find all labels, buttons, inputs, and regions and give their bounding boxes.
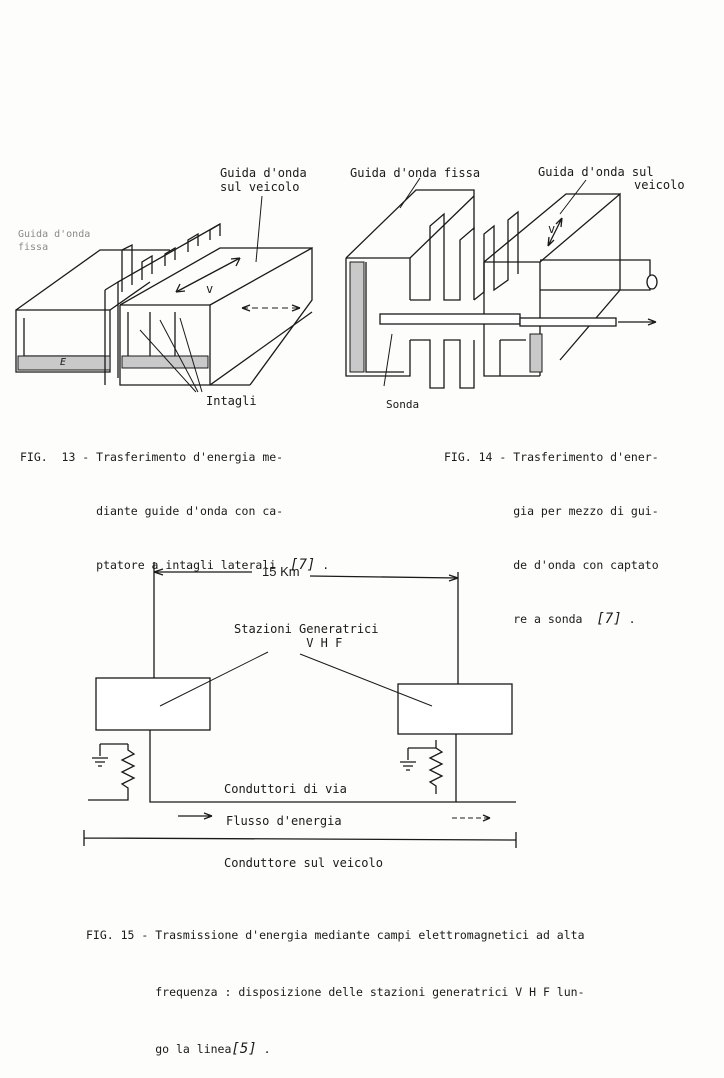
fig13-caption-line: diante guide d'onda con ca-: [20, 504, 284, 518]
fig13-fixed-waveguide: [15, 249, 170, 373]
fig14-ref-number: 7: [604, 611, 614, 627]
fig14-caption: FIG. 14 - Trasferimento d'ener- gia per …: [444, 450, 659, 627]
fig13-drawing: [15, 195, 313, 393]
fig15-caption: FIG. 15 - Trasmissione d'energia mediant…: [86, 928, 585, 1057]
fig14-probe-label: Sonda: [386, 398, 420, 411]
fig15-diagram: [83, 562, 517, 848]
fig14-drawing: [345, 177, 658, 389]
fig13-ref: [7]: [290, 557, 316, 573]
fig13-caption-line: ptatore a intagli laterali: [20, 558, 277, 572]
fig13-v-label: v: [206, 282, 214, 296]
fig15-track-conductors-label: Conduttori di via: [224, 782, 347, 796]
fig14-caption-line: de d'onda con captato: [444, 558, 659, 572]
fig15-vehicle-conductor-label: Conduttore sul veicolo: [224, 856, 383, 870]
station-box-right: [397, 683, 513, 735]
fig14-vehicle-label: Guida d'onda sul veicolo: [538, 166, 685, 192]
fig15-energy-flow-label: Flusso d'energia: [226, 814, 342, 828]
fig14-caption-line: gia per mezzo di gui-: [444, 504, 659, 518]
fig15-ref: [5]: [231, 1041, 257, 1057]
fig15-distance-label: 15 Km: [262, 564, 300, 579]
fig14-vehicle-label-line2: veicolo: [634, 178, 685, 192]
fig14-v-label: v: [548, 222, 556, 236]
fig13-fixed-label-line1: Guida d'onda: [18, 229, 91, 240]
fig15-stations-line2: V H F: [306, 636, 343, 650]
fig15-stations-line1: Stazioni Generatrici: [234, 622, 379, 636]
fig15-ref-number: 5: [239, 1041, 249, 1057]
fig13-caption: FIG. 13 - Trasferimento d'energia me- di…: [20, 450, 330, 573]
fig13-slot-fins: [104, 222, 221, 385]
fig13-vehicle-label-line2: sul veicolo: [220, 180, 300, 194]
fig13-vehicle-label-line1: Guida d'onda: [220, 166, 307, 180]
fig13-e-label: E: [60, 357, 67, 368]
fig13-fixed-label-line2: fissa: [18, 242, 49, 253]
fig14-vehicle-label-line1: Guida d'onda sul: [538, 165, 654, 179]
station-box-left: [95, 677, 211, 731]
fig13-fixed-label: Guida d'onda fissa: [18, 228, 90, 254]
fig14-fixed-label: Guida d'onda fissa: [350, 166, 481, 180]
fig14-caption-line: re a sonda: [444, 612, 583, 626]
fig15-caption-line: go la linea: [86, 1042, 232, 1056]
fig13-ref-number: 7: [298, 557, 307, 573]
fig14-probe: [379, 259, 658, 327]
fig15-caption-line: FIG. 15 - Trasmissione d'energia mediant…: [86, 928, 585, 942]
fig14-caption-line: FIG. 14 - Trasferimento d'ener-: [444, 450, 659, 464]
fig13-caption-line: FIG. 13 - Trasferimento d'energia me-: [20, 450, 284, 464]
fig13-vehicle-waveguide: [119, 246, 313, 386]
fig14-ref: [7]: [596, 611, 622, 627]
fig15-caption-line: frequenza : disposizione delle stazioni …: [86, 985, 585, 999]
fig15-stations-label: Stazioni Generatrici V H F: [234, 622, 379, 650]
fig13-vehicle-label: Guida d'onda sul veicolo: [220, 166, 307, 194]
fig13-slots-label: Intagli: [206, 394, 257, 408]
